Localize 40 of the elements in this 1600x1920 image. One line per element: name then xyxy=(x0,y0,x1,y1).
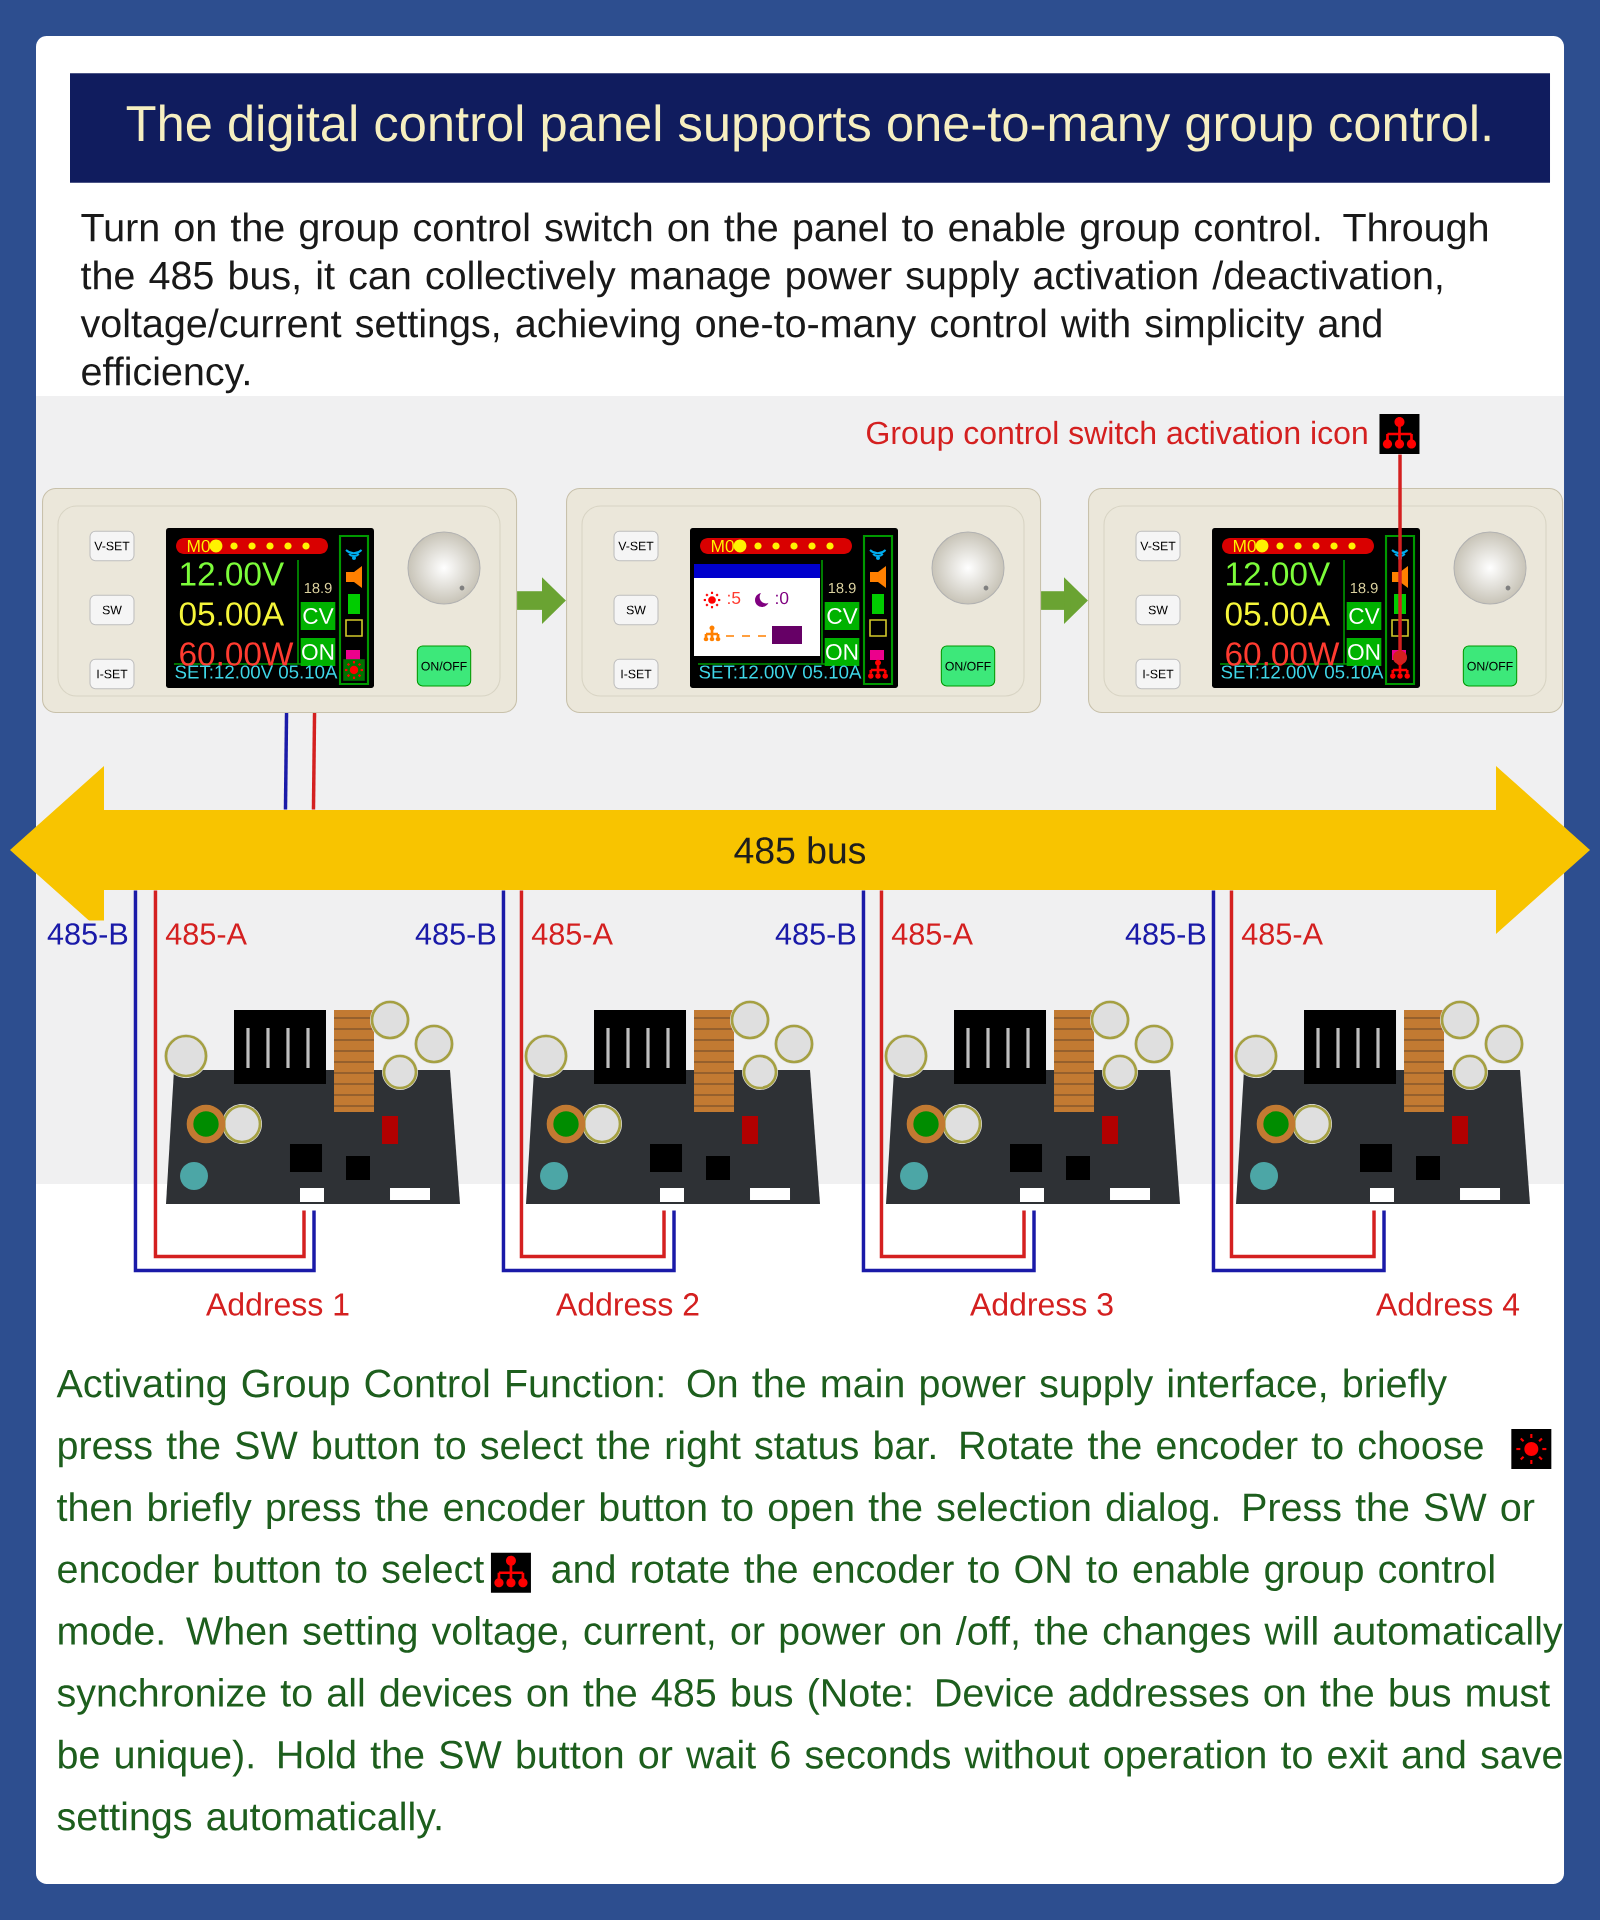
bus-wire xyxy=(1211,890,1386,1273)
status-badge: CV xyxy=(1346,602,1382,630)
bus-wire xyxy=(1229,890,1376,1259)
bus-wire xyxy=(879,890,1026,1259)
bus-wire xyxy=(283,713,289,810)
address-label: Address 1 xyxy=(206,1292,349,1316)
edge-label: 485-B xyxy=(44,920,132,948)
display-reading: M0 xyxy=(711,539,734,553)
bus-wire xyxy=(133,890,316,1273)
intro-paragraph: Turn on the group control switch on the panel to enable group control. Through the 485 bus, it can collectively manage power supply activation /deactivation, voltage/current settings, achieving one-to-many control with simplicity and efficiency. xyxy=(80,212,1487,394)
title-bar: The digital control panel supports one-to-many group control. xyxy=(70,73,1550,183)
leader-line xyxy=(1393,454,1407,665)
bus-wire xyxy=(311,713,317,810)
display-reading: 60.00W xyxy=(180,642,294,666)
display-reading: 05.00A xyxy=(179,602,285,626)
icon-caption: Group control switch activation icon xyxy=(867,414,1420,454)
display-reading: 05.00A xyxy=(1225,602,1331,626)
status-badge: CV xyxy=(300,602,336,630)
status-badge: CV xyxy=(824,602,860,630)
display-reading: 12.00V xyxy=(181,562,284,586)
bus-wire xyxy=(519,890,666,1259)
address-label: Address 3 xyxy=(970,1292,1113,1316)
display-reading: SET:12.00V 05.10A xyxy=(175,665,338,679)
bus-wire xyxy=(501,890,676,1273)
status-badge: ON xyxy=(1346,638,1382,666)
dialog-value: :0 xyxy=(776,591,789,605)
instruction-paragraph: Activating Group Control Function: On the main power supply interface, briefly press the SW button to select the right status bar. Rotate the encoder to choose then briefly press the encoder button to open the selection dialog. Press the SW or encoder button to select and rotate the encoder to ON to enable group control mode. When setting voltage, current, or power on /off, the changes will automatically synchronize to all devices on the 485 bus (Note: Device addresses on the bus must be unique). Hold the SW button or wait 6 seconds without operation to exit and save settings automatically. xyxy=(56,1368,1563,1839)
display-reading: SET:12.00V 05.10A xyxy=(1221,665,1384,679)
address-label: Address 4 xyxy=(1376,1292,1520,1316)
display-reading: M0 xyxy=(187,539,210,553)
dialog-value: :5 xyxy=(728,591,741,605)
display-reading: M0 xyxy=(1233,539,1256,553)
bus-wire xyxy=(861,890,1036,1273)
status-badge: ON xyxy=(300,638,336,666)
display-reading: 12.00V xyxy=(1227,562,1331,586)
display-reading: SET:12.00V 05.10A xyxy=(699,665,862,679)
status-badge: ON xyxy=(824,638,860,666)
address-label: Address 2 xyxy=(556,1292,699,1316)
bus-wire xyxy=(153,890,306,1259)
display-reading: 60.00W xyxy=(1226,642,1340,666)
